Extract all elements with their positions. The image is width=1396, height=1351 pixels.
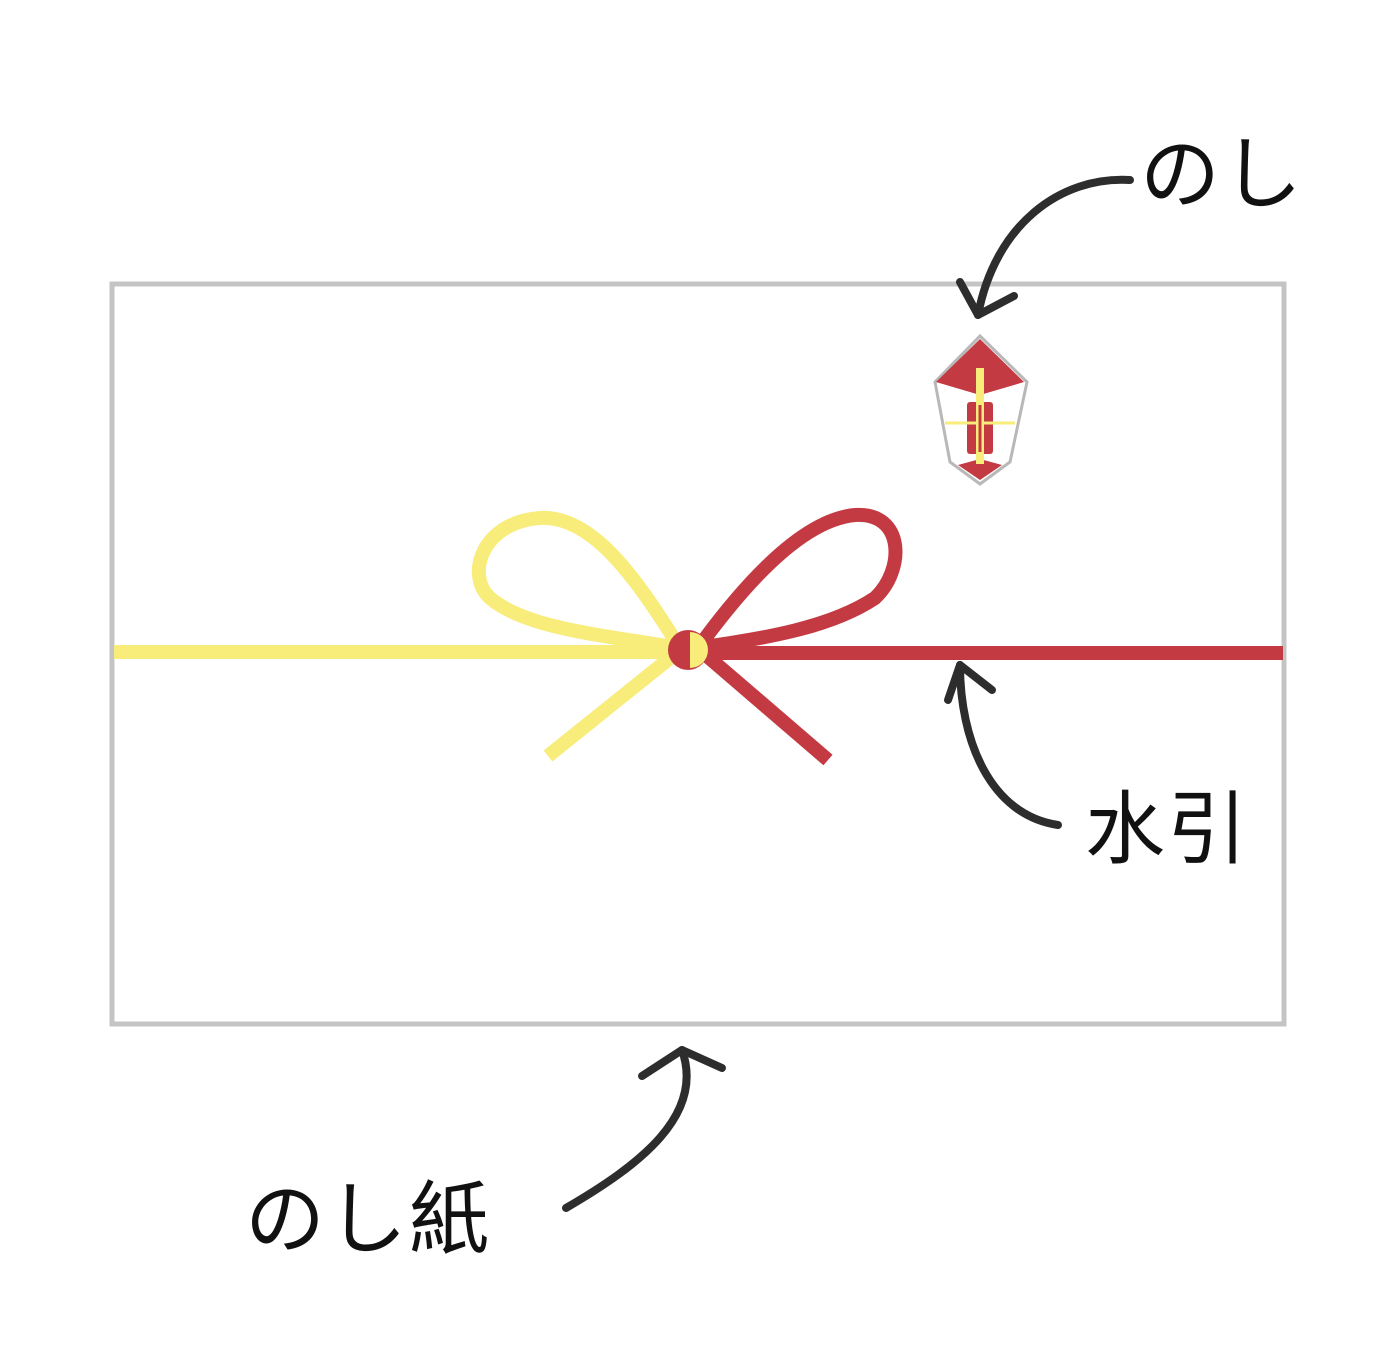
arrow-to-mizuhiki [944,661,1062,829]
label-noshi: のし [1140,128,1304,221]
noshi-ornament [933,333,1029,486]
arrow-shaft [956,661,1062,829]
arrow-head [944,661,996,704]
mizuhiki-yellow-cord [114,510,686,762]
arrow-to-noshigami [562,1046,726,1212]
label-mizuhiki: 水引 [1085,783,1249,876]
noshi-ornament-bottom [958,459,1002,480]
mizuhiki-red-cord [690,507,1283,766]
arrow-shaft [974,175,1134,319]
label-noshigami: のし紙 [245,1173,491,1266]
yellow-bow-loop [471,510,686,655]
red-bow-tail [695,644,833,766]
yellow-bow-tail [543,644,685,762]
red-bow-loop [692,507,903,655]
arrow-shaft [562,1046,691,1212]
arrow-to-noshi [956,175,1134,319]
knot-yellow-half [690,632,708,668]
arrow-head [638,1046,726,1080]
mizuhiki-knot [668,630,708,670]
arrow-head [956,278,1018,319]
noshi-ornament-top [936,339,1024,395]
